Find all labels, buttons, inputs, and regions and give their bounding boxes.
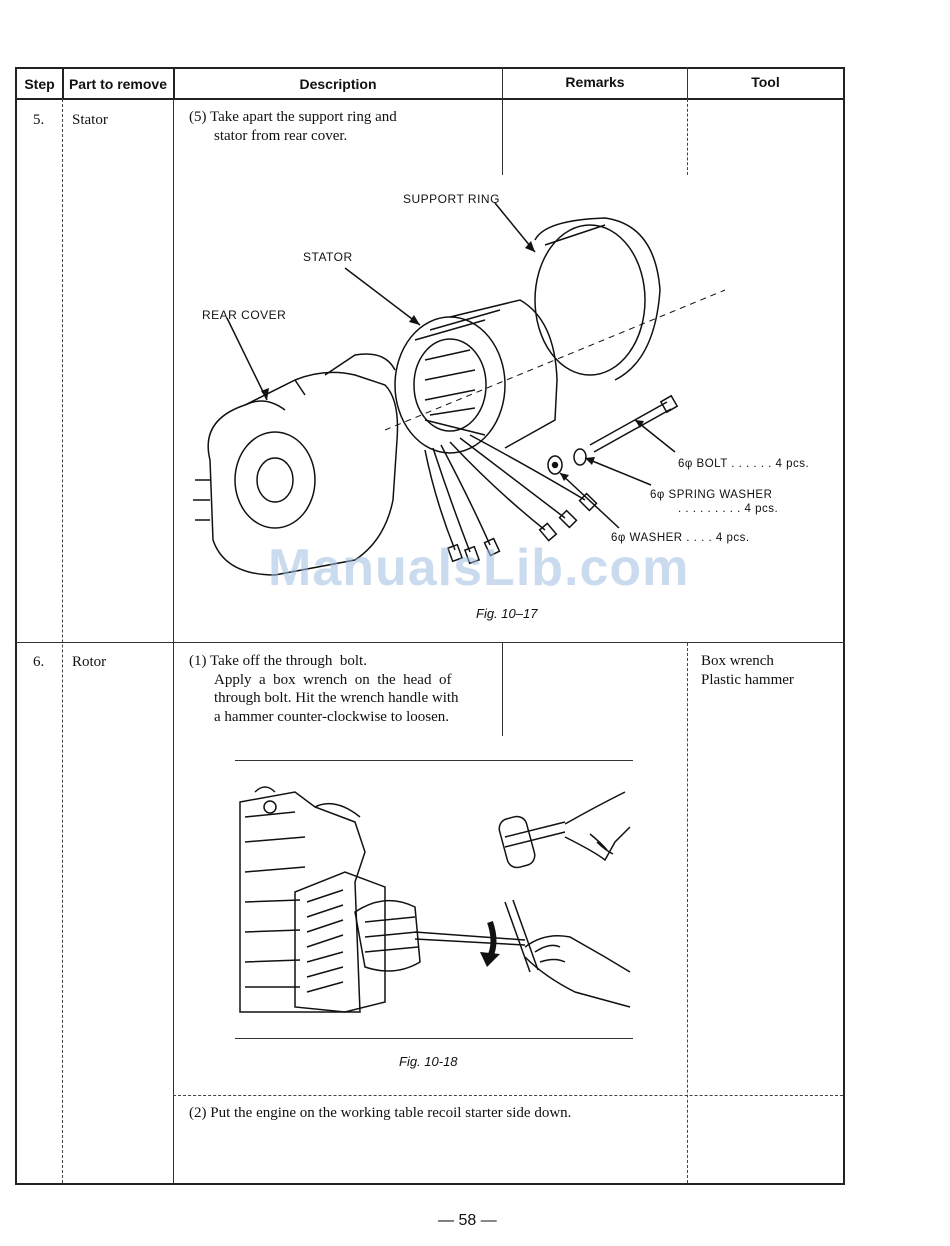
row5-desc-line1: (5) Take apart the support ring and xyxy=(189,109,397,125)
header-tool: Tool xyxy=(751,74,780,90)
row6-tool-line1: Box wrench xyxy=(701,653,774,669)
header-step: Step xyxy=(24,76,55,92)
row6-desc-line4: a hammer counter-clockwise to loosen. xyxy=(214,709,450,725)
row6-step: 6. xyxy=(33,654,45,670)
label-rear-cover: REAR COVER xyxy=(202,308,287,322)
row6-desc-line2: Apply a box wrench on the head of xyxy=(214,672,452,688)
col-line-remarks-r5 xyxy=(502,99,503,175)
header-sep-1 xyxy=(62,67,64,99)
header-divider xyxy=(15,98,845,100)
row6-desc-line1: (1) Take off the through bolt. xyxy=(189,653,367,669)
watermark: ManualsLib.com xyxy=(268,539,690,597)
header-sep-2 xyxy=(173,67,175,99)
row5-part: Stator xyxy=(72,112,108,128)
header-remarks: Remarks xyxy=(565,74,625,90)
figure1-caption: Fig. 10–17 xyxy=(476,606,538,621)
label-support-ring: SUPPORT RING xyxy=(403,192,500,206)
header-sep-3 xyxy=(502,67,503,99)
col-line-tool-r5 xyxy=(687,99,688,175)
col-line-tool-r6 xyxy=(687,643,688,1183)
row5-desc-line2: stator from rear cover. xyxy=(214,128,348,144)
stator-exploded-illustration xyxy=(193,202,726,576)
figure2-caption: Fig. 10-18 xyxy=(399,1054,458,1069)
subrow-divider xyxy=(173,1095,843,1096)
label-spring-washer: 6φ SPRING WASHER xyxy=(650,489,773,501)
label-spring-washer-qty: . . . . . . . . . 4 pcs. xyxy=(678,503,779,515)
label-bolt: 6φ BOLT . . . . . . 4 pcs. xyxy=(678,458,810,470)
row6-part: Rotor xyxy=(72,654,107,670)
col-line-part xyxy=(173,99,174,1183)
table-left-border xyxy=(15,67,17,1184)
figure2-bottom-rule xyxy=(235,1038,633,1039)
table-bottom-border xyxy=(15,1183,845,1185)
row5-step: 5. xyxy=(33,112,45,128)
table-top-border xyxy=(15,67,845,69)
col-line-step xyxy=(62,99,63,1183)
rotor-bolt-removal-illustration xyxy=(239,786,631,1013)
row-divider xyxy=(15,642,845,643)
row6-desc2: (2) Put the engine on the working table … xyxy=(189,1105,572,1121)
header-sep-4 xyxy=(687,67,688,99)
table-right-border xyxy=(843,67,845,1184)
row6-desc-line3: through bolt. Hit the wrench handle with xyxy=(214,690,459,706)
page-number: — 58 — xyxy=(438,1212,497,1229)
row6-tool-line2: Plastic hammer xyxy=(701,672,794,688)
col-line-remarks-r6 xyxy=(502,643,503,736)
header-description: Description xyxy=(299,76,377,92)
figure2-top-rule xyxy=(235,760,633,761)
label-washer: 6φ WASHER . . . . 4 pcs. xyxy=(611,532,750,544)
label-stator: STATOR xyxy=(303,250,353,264)
header-part: Part to remove xyxy=(68,76,168,92)
